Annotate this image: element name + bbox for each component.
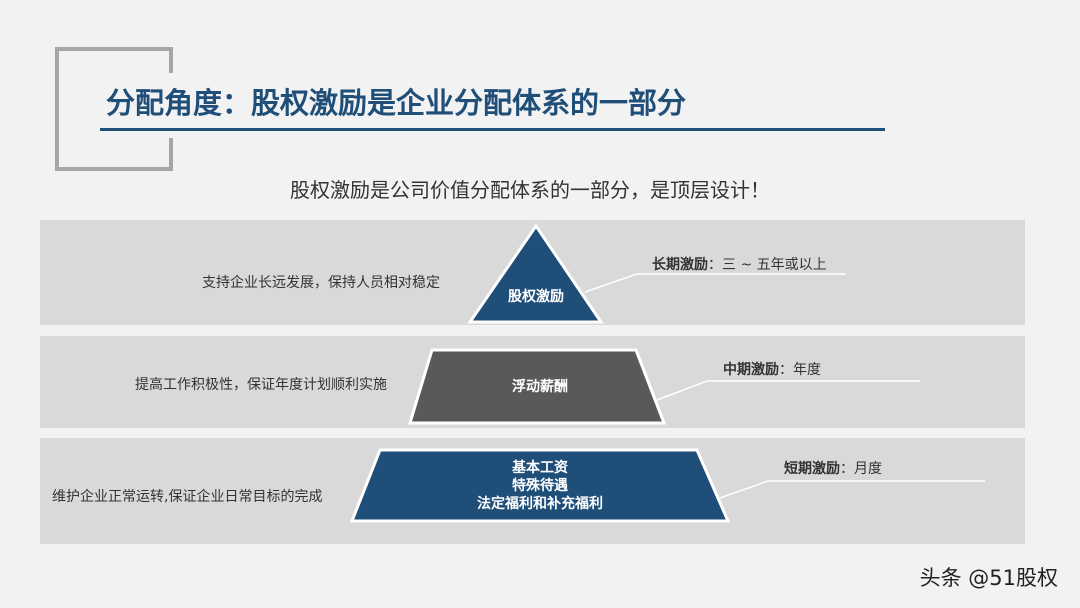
term: 短期激励 [784, 461, 840, 477]
leader-line-long [584, 273, 846, 293]
period: ：月度 [840, 461, 882, 477]
tier-line: 法定福利和补充福利 [477, 496, 603, 512]
mid-term-label: 中期激励：年度 [723, 359, 821, 379]
title-underline [100, 128, 885, 131]
pyramid-bottom-trapezoid [349, 448, 731, 523]
watermark: 头条 @51股权 [919, 566, 1058, 590]
tier-label-equity: 股权激励 [508, 289, 564, 305]
short-term-purpose: 维护企业正常运转,保证企业日常目标的完成 [52, 489, 323, 505]
term: 中期激励 [723, 362, 779, 378]
tier-line: 基本工资 [512, 460, 568, 476]
period: ：三 ~ 五年或以上 [708, 257, 827, 273]
term: 长期激励 [652, 257, 708, 273]
pyramid-middle-trapezoid [407, 348, 667, 425]
mid-term-purpose: 提高工作积极性，保证年度计划顺利实施 [135, 377, 387, 393]
tier-label-base: 基本工资 特殊待遇 法定福利和补充福利 [420, 459, 660, 513]
long-term-label: 长期激励：三 ~ 五年或以上 [652, 254, 827, 274]
title-frame-edge [169, 138, 173, 167]
long-term-purpose: 支持企业长远发展，保持人员相对稳定 [202, 275, 440, 291]
page-title: 分配角度：股权激励是企业分配体系的一部分 [106, 80, 691, 122]
title-frame [55, 47, 173, 171]
pyramid-top-triangle [467, 223, 604, 324]
period: ：年度 [779, 362, 821, 378]
tier-label-variable-pay: 浮动薪酬 [512, 379, 568, 395]
tier-line: 特殊待遇 [512, 478, 568, 494]
title-frame-edge [169, 47, 173, 73]
leader-line-short [719, 480, 985, 499]
subtitle: 股权激励是公司价值分配体系的一部分，是顶层设计！ [290, 178, 770, 202]
leader-line-mid [656, 380, 920, 401]
short-term-label: 短期激励：月度 [784, 458, 882, 478]
